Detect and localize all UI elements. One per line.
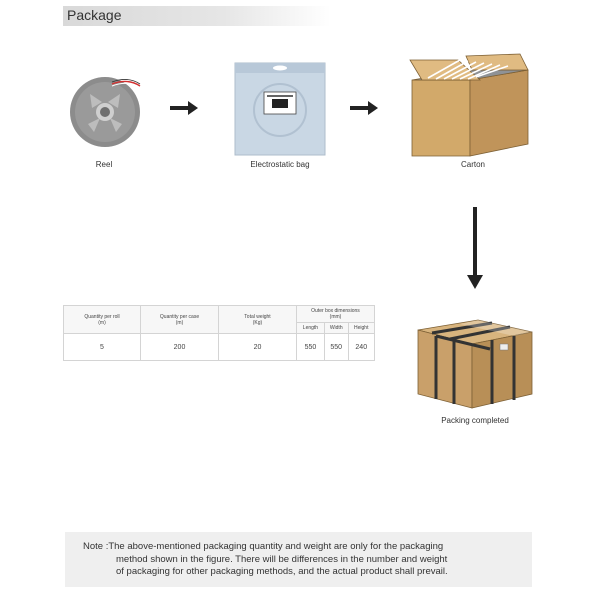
header-qty-roll: Quantity per roll (m) (63, 305, 141, 334)
carton-label: Carton (460, 160, 485, 169)
arrow-right-icon (170, 101, 198, 115)
note-box: Note :The above-mentioned packaging quan… (65, 532, 532, 587)
reel-image (70, 77, 141, 147)
value-qty-roll: 5 (63, 333, 141, 361)
carton-image (409, 53, 529, 157)
header-qty-roll-text: Quantity per roll (84, 313, 120, 320)
header-qty-case: Quantity per case (m) (140, 305, 219, 334)
header-qty-case-text: Quantity per case (159, 313, 200, 320)
note-line-1: Note :The above-mentioned packaging quan… (83, 541, 444, 552)
section-title: Package (67, 7, 122, 23)
packaging-spec-table: Quantity per roll (m) Quantity per case … (63, 305, 375, 361)
header-length: Length (296, 322, 325, 334)
arrow-down-icon (467, 207, 483, 289)
value-height: 240 (347, 333, 375, 361)
header-dims-text: Outer box dimensions (311, 308, 360, 314)
section-header: Package (63, 6, 331, 26)
bag-label: Electrostatic bag (250, 160, 310, 169)
packed-carton-image (417, 319, 533, 409)
header-height: Height (347, 322, 375, 334)
header-width: Width (323, 322, 349, 334)
packing-completed-label: Packing completed (441, 416, 509, 425)
value-length: 550 (296, 333, 325, 361)
header-qty-case-unit: (m) (175, 319, 184, 326)
value-qty-case: 200 (140, 333, 219, 361)
header-weight-text: Total weight (244, 313, 271, 320)
note-text: Note :The above-mentioned packaging quan… (83, 541, 523, 579)
value-width: 550 (323, 333, 349, 361)
header-qty-roll-unit: (m) (98, 319, 106, 326)
arrow-right-icon (350, 101, 378, 115)
header-dims-unit: (mm) (329, 314, 342, 320)
header-dims: Outer box dimensions (mm) (296, 305, 375, 323)
electrostatic-bag-image (234, 62, 326, 156)
note-line-3: of packaging for other packaging methods… (116, 566, 448, 577)
header-weight: Total weight (Kg) (218, 305, 297, 334)
header-weight-unit: (Kg) (252, 319, 263, 326)
value-weight: 20 (218, 333, 297, 361)
reel-label: Reel (95, 160, 113, 169)
note-line-2: method shown in the figure. There will b… (116, 553, 448, 565)
